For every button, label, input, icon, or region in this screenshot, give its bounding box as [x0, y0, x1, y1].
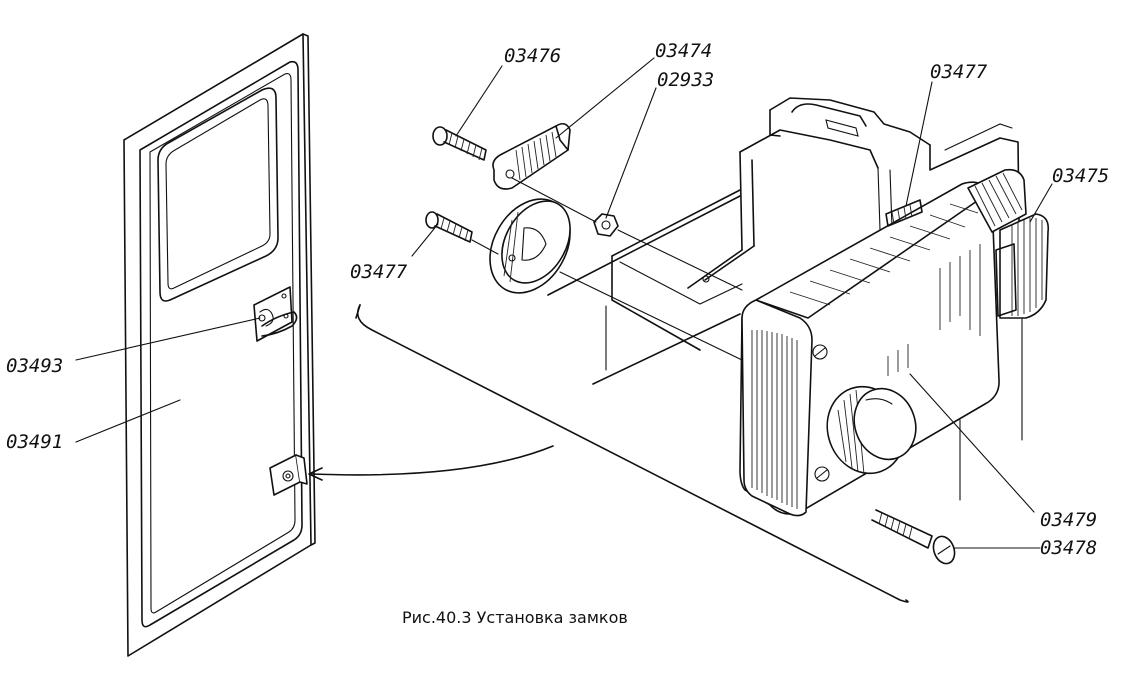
label-03477-top: 03477: [930, 61, 988, 83]
label-02933: 02933: [657, 69, 714, 91]
label-03475: 03475: [1052, 165, 1109, 187]
label-03491: 03491: [6, 431, 63, 453]
cam-disk: [489, 198, 571, 294]
figure-caption: Рис.40.3 Установка замков: [402, 608, 628, 627]
lock-bolt: [967, 168, 1050, 319]
door-panel: [123, 33, 316, 657]
label-03476: 03476: [504, 45, 561, 67]
assembly-axis-lines: [471, 177, 743, 361]
screw-03477: [425, 211, 473, 243]
screw-03476: [432, 126, 487, 161]
part-labels: 03476 03474 02933 03477 03475 03477 0349…: [6, 40, 1109, 559]
screw-03478: [871, 509, 956, 565]
label-03493: 03493: [6, 355, 63, 377]
door-latch: [253, 286, 298, 342]
assembly-arrow: [308, 445, 554, 481]
label-03478: 03478: [1040, 537, 1097, 559]
lock-knob: [826, 385, 917, 475]
door-lock-small: [269, 454, 308, 496]
spring-top: [885, 199, 923, 227]
label-03474: 03474: [655, 40, 712, 62]
label-03477-left: 03477: [350, 261, 408, 283]
label-03479: 03479: [1040, 509, 1097, 531]
mounting-plate: [355, 304, 909, 603]
nut-02933: [593, 213, 619, 237]
latch-plate-03474: [492, 122, 571, 190]
leader-lines: [75, 57, 1053, 549]
